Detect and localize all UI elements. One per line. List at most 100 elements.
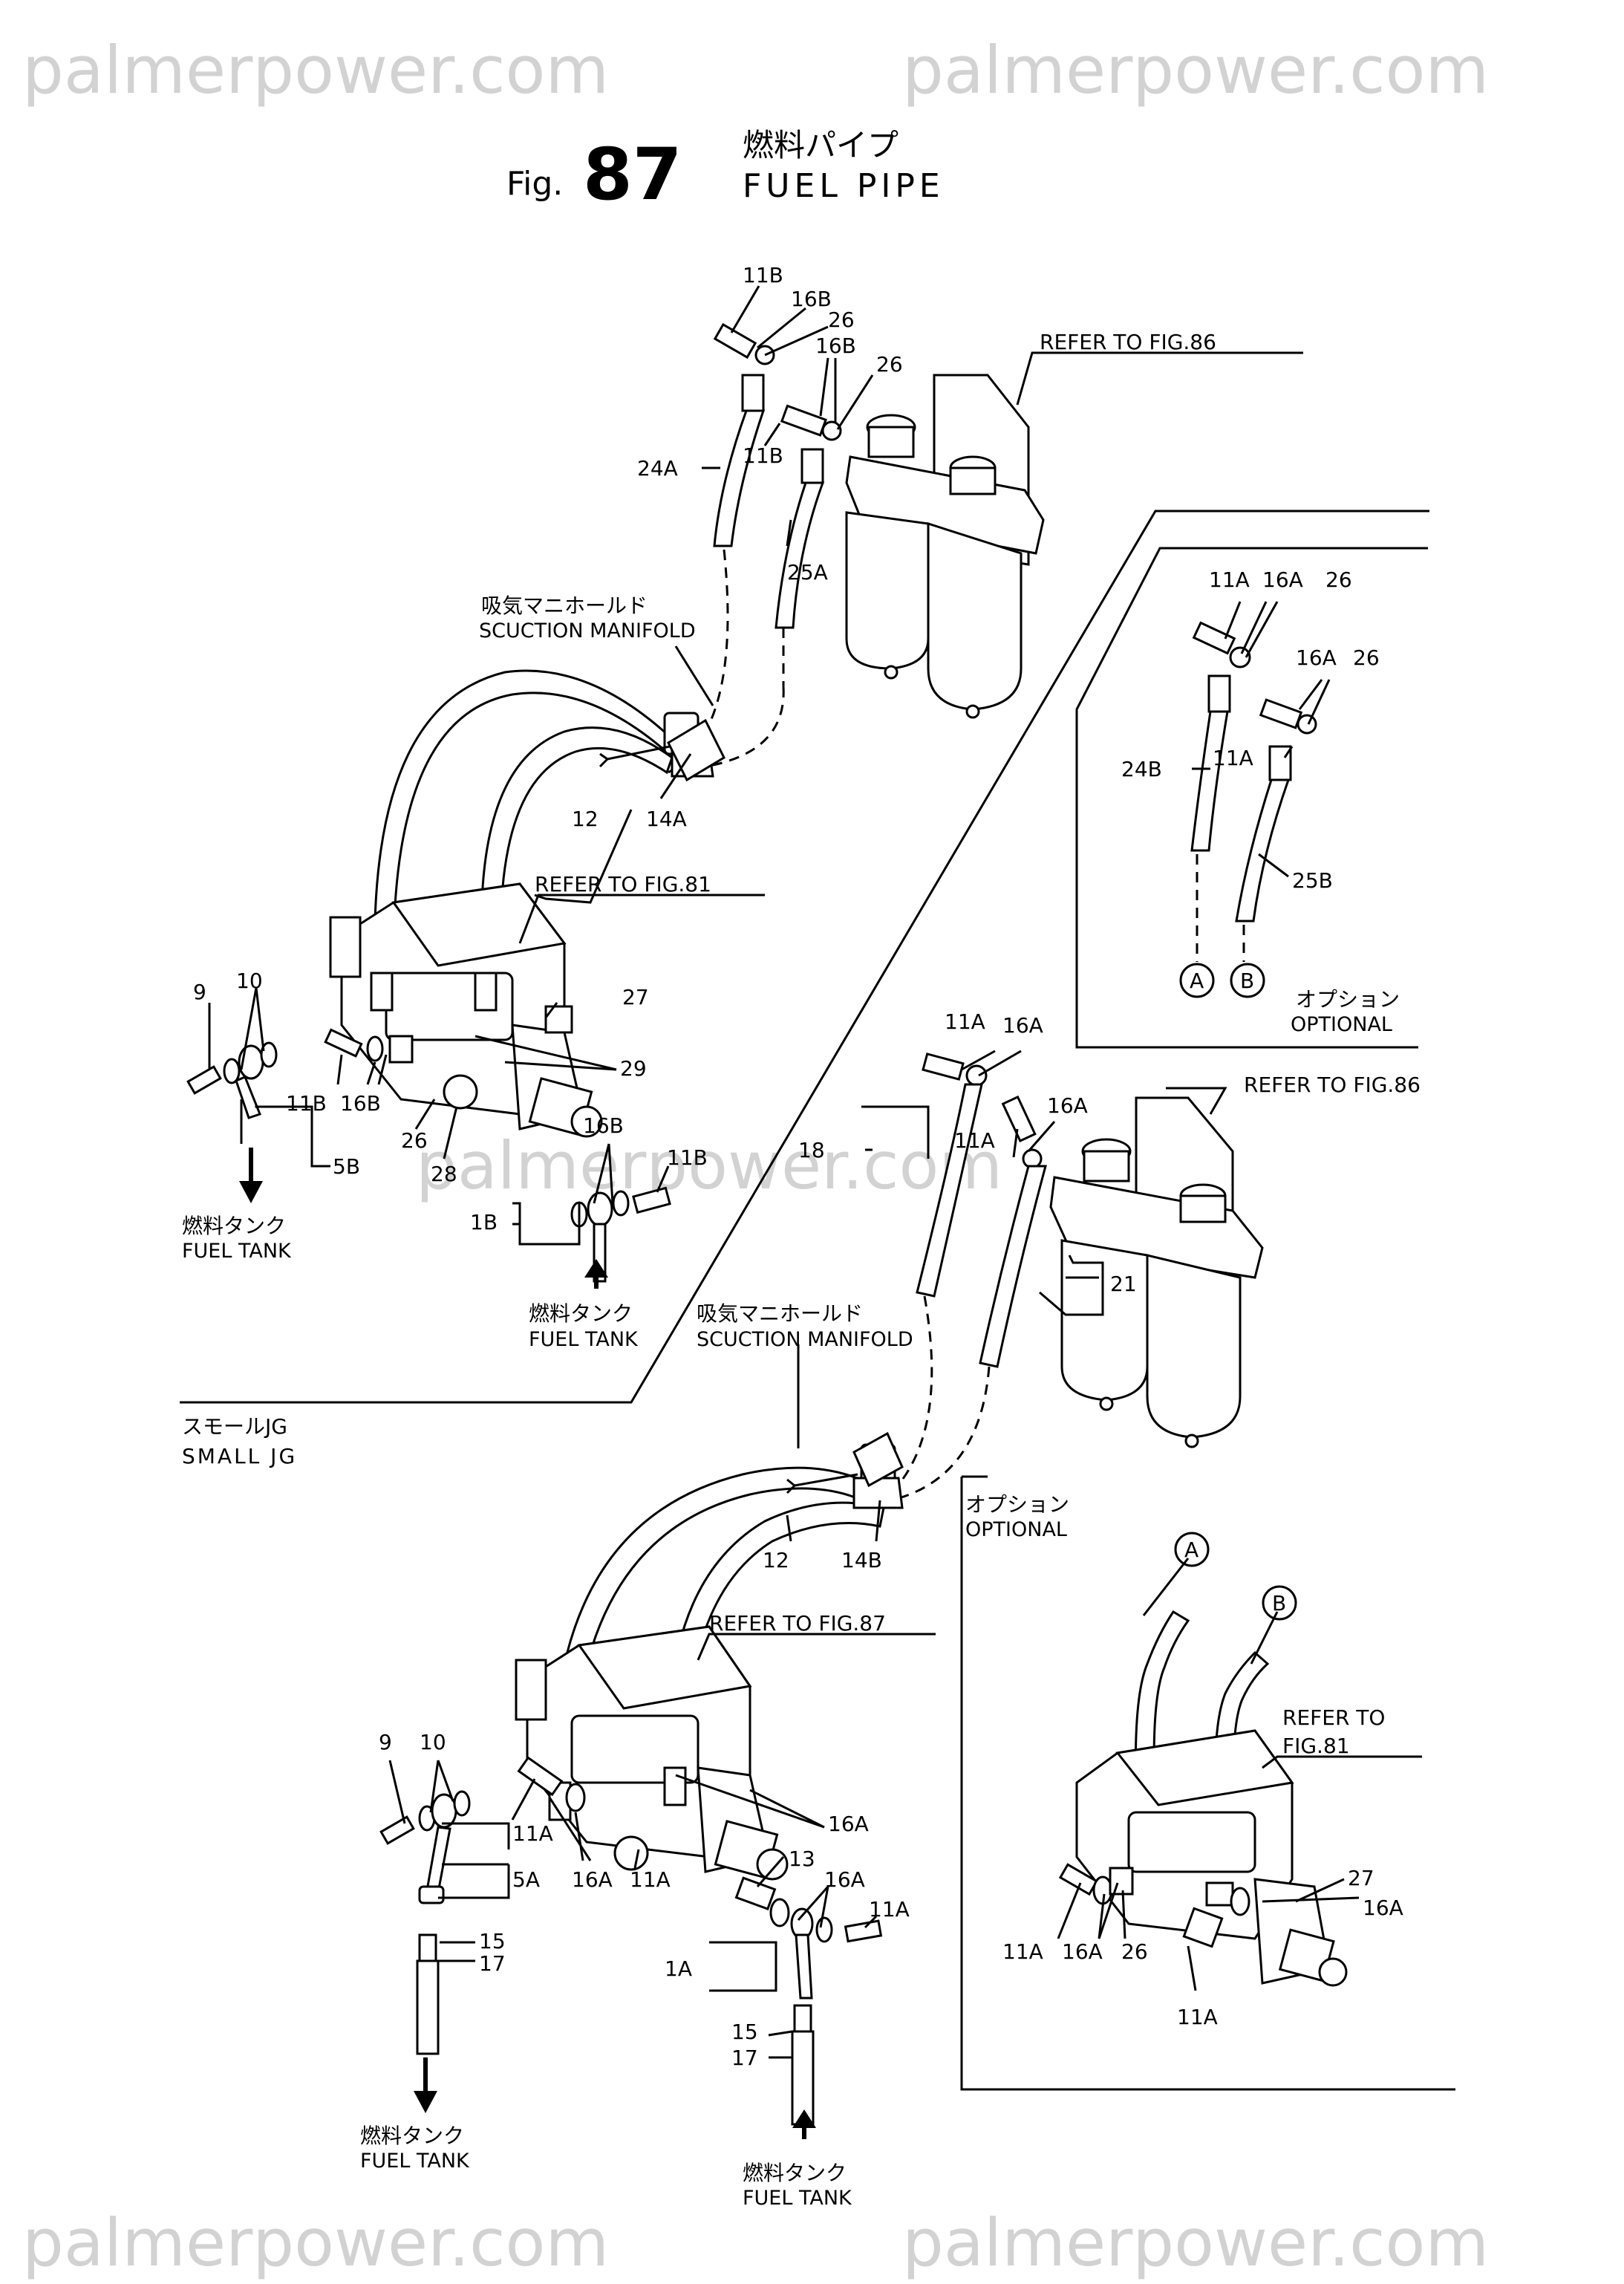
fuel-tank-jp-3: 燃料タンク — [360, 2124, 464, 2148]
label-16a-low-mid: 16A — [1047, 1093, 1088, 1118]
label-16a-low-right2: 16A — [824, 1867, 865, 1892]
watermark-bottom-left: palmerpower.com — [22, 2205, 609, 2281]
label-16b-mid: 16B — [815, 334, 856, 358]
refer-fig81-upper: REFER TO FIG.81 — [535, 872, 711, 897]
label-26-opt: 26 — [1325, 567, 1352, 592]
label-21: 21 — [1110, 1272, 1137, 1296]
label-11b-left: 11B — [286, 1091, 327, 1116]
circle-a-lower: A — [1184, 1538, 1199, 1562]
label-11a-low-top: 11A — [945, 1009, 985, 1034]
label-15-right: 15 — [731, 2020, 758, 2044]
label-16a-low-right: 16A — [828, 1812, 869, 1836]
label-10-lower: 10 — [420, 1730, 446, 1754]
label-17-left: 17 — [479, 1951, 506, 1976]
bracket-14b — [786, 1431, 904, 1494]
watermark-top-left: palmerpower.com — [22, 32, 609, 108]
label-11a-low-right: 11A — [869, 1897, 910, 1922]
label-16a-opt-low2: 16A — [1062, 1939, 1103, 1964]
section-divider — [180, 510, 1455, 2091]
optional-en-lower: OPTIONAL — [965, 1518, 1067, 1541]
label-11a-opt: 11A — [1209, 567, 1250, 592]
label-16a-opt2: 16A — [1296, 645, 1337, 670]
suction-manifold-jp-upper: 吸気マニホールド — [481, 593, 648, 618]
label-25b: 25B — [1292, 868, 1333, 893]
label-26-left: 26 — [401, 1128, 428, 1153]
figure-prefix: Fig. — [506, 165, 563, 203]
optional-box-lower — [1058, 1532, 1348, 1987]
figure-title-jp: 燃料パイプ — [743, 127, 899, 163]
fuel-tank-en-1: FUEL TANK — [182, 1240, 292, 1263]
fuel-tank-jp-2: 燃料タンク — [529, 1301, 633, 1326]
small-jg-jp: スモールJG — [182, 1414, 287, 1439]
label-27-upper: 27 — [622, 985, 649, 1009]
label-17-right: 17 — [731, 2046, 758, 2070]
label-24b: 24B — [1121, 757, 1162, 781]
label-16b-right: 16B — [583, 1113, 624, 1138]
fuel-tank-jp-1: 燃料タンク — [182, 1214, 286, 1238]
label-18: 18 — [798, 1138, 825, 1162]
optional-jp-lower: オプション — [965, 1492, 1069, 1517]
fuel-filter-lower — [1049, 1096, 1264, 1448]
suction-manifold-en-upper: SCUCTION MANIFOLD — [479, 619, 696, 642]
label-16a-low-top: 16A — [1002, 1013, 1043, 1038]
label-16a-opt: 16A — [1262, 567, 1303, 592]
label-11b-top: 11B — [743, 263, 783, 287]
label-10-upper: 10 — [236, 969, 263, 993]
refer-fig86-upper: REFER TO FIG.86 — [1040, 330, 1216, 354]
refer-fig87-lower: REFER TO FIG.87 — [709, 1611, 886, 1636]
label-14b: 14B — [841, 1548, 882, 1572]
label-16b-left: 16B — [340, 1091, 381, 1116]
optional-box-upper — [1179, 621, 1317, 998]
label-12-upper: 12 — [572, 807, 599, 831]
label-16a-opt-low: 16A — [1363, 1896, 1403, 1920]
fittings-upper-left — [186, 1028, 671, 1283]
circle-a-upper: A — [1190, 969, 1204, 993]
optional-en-upper: OPTIONAL — [1291, 1013, 1392, 1036]
label-28: 28 — [431, 1162, 457, 1186]
label-11b-right: 11B — [667, 1145, 708, 1170]
label-16b-top: 16B — [791, 287, 832, 311]
label-27-opt: 27 — [1348, 1866, 1374, 1890]
label-11b-mid: 11B — [743, 443, 783, 468]
figure-title-en: FUEL PIPE — [743, 167, 945, 205]
label-13: 13 — [789, 1847, 815, 1871]
pipe-18-21 — [883, 1052, 1047, 1502]
label-26-opt-low: 26 — [1121, 1939, 1148, 1964]
fuel-tank-jp-4: 燃料タンク — [743, 2161, 847, 2185]
circle-b-upper: B — [1240, 969, 1254, 993]
label-29: 29 — [620, 1056, 647, 1081]
label-26-mid: 26 — [876, 352, 903, 377]
tank-arrows — [239, 1148, 816, 2139]
fig81-lower: FIG.81 — [1282, 1734, 1350, 1758]
fittings-lower — [379, 1756, 883, 2126]
label-16a-low-left: 16A — [572, 1867, 613, 1892]
small-jg-en: SMALL JG — [182, 1444, 297, 1468]
label-11a-low-left2: 11A — [630, 1867, 671, 1892]
label-11a-opt-low2: 11A — [1177, 2005, 1218, 2029]
optional-jp-upper: オプション — [1296, 987, 1400, 1012]
label-14a: 14A — [646, 807, 687, 831]
refer-to-lower: REFER TO — [1282, 1705, 1385, 1730]
refer-fig86-lower: REFER TO FIG.86 — [1244, 1073, 1421, 1097]
label-5b: 5B — [333, 1154, 360, 1179]
label-24a: 24A — [637, 456, 678, 481]
circle-b-lower: B — [1272, 1591, 1286, 1616]
label-25a: 25A — [787, 560, 828, 585]
label-1a: 1A — [665, 1956, 692, 1981]
label-1b: 1B — [470, 1210, 498, 1234]
leader-lines — [208, 285, 1422, 2059]
label-11a-low-left: 11A — [512, 1821, 553, 1846]
suction-manifold-jp-lower: 吸気マニホールド — [697, 1301, 863, 1326]
label-15-left: 15 — [479, 1929, 506, 1953]
fuel-tank-en-4: FUEL TANK — [743, 2187, 852, 2210]
label-9-lower: 9 — [379, 1730, 392, 1754]
watermark-top-right: palmerpower.com — [902, 32, 1489, 108]
fuel-tank-en-2: FUEL TANK — [529, 1328, 639, 1351]
fuel-tank-en-3: FUEL TANK — [360, 2150, 470, 2173]
label-11a-low-mid: 11A — [954, 1128, 995, 1153]
watermark-bottom-right: palmerpower.com — [902, 2205, 1489, 2281]
watermark-center: palmerpower.com — [416, 1128, 1002, 1204]
label-12-lower: 12 — [763, 1548, 789, 1572]
label-11a-opt2: 11A — [1213, 746, 1253, 770]
